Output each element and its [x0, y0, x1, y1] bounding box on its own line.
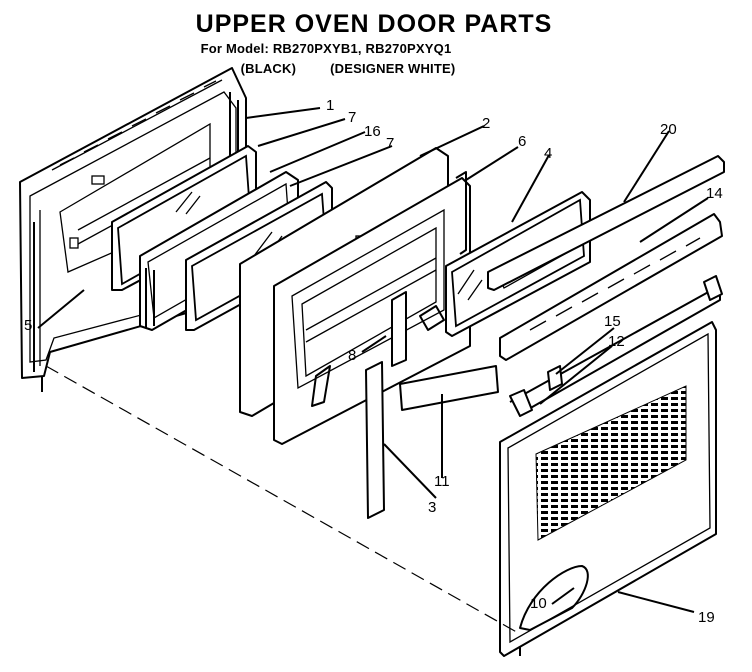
callout-11: 11: [434, 473, 450, 490]
side-bracket: [455, 171, 467, 255]
callout-labels: 1 7 16 7 2 6 4 20 14 5 15 12 8 11 3 10 1…: [24, 97, 723, 626]
insulation-strip: [365, 361, 385, 519]
callout-6: 6: [518, 133, 526, 150]
callout-20: 20: [660, 121, 677, 138]
callout-19: 19: [698, 609, 715, 626]
hinge-rail: [509, 275, 723, 417]
leader-lines: [37, 107, 709, 613]
callout-1: 1: [326, 97, 334, 114]
callout-8: 8: [348, 347, 356, 364]
callout-15: 15: [604, 313, 621, 330]
callout-7-upper: 7: [348, 109, 356, 126]
callout-10: 10: [530, 595, 547, 612]
variant-designer-white: (DESIGNER WHITE): [330, 61, 456, 76]
callout-7-lower: 7: [386, 135, 394, 152]
alignment-dashed-line: [45, 365, 521, 635]
variant-line: (BLACK) (DESIGNER WHITE): [0, 61, 724, 76]
gasket-strip: [399, 365, 499, 411]
callout-4: 4: [544, 145, 552, 162]
vent-panel: [499, 213, 723, 361]
callout-2: 2: [482, 115, 490, 132]
model-line: For Model: RB270PXYB1, RB270PXYQ1: [200, 41, 452, 56]
outer-door-panel: [499, 321, 717, 657]
callout-14: 14: [706, 185, 723, 202]
callout-5: 5: [24, 317, 32, 334]
callout-16: 16: [364, 123, 381, 140]
callout-3: 3: [428, 499, 436, 516]
top-trim: [487, 155, 725, 291]
variant-black: (BLACK): [240, 61, 297, 76]
diagram-title: UPPER OVEN DOOR PARTS: [195, 10, 553, 38]
callout-12: 12: [608, 333, 625, 350]
inner-door-liner: [273, 177, 471, 445]
